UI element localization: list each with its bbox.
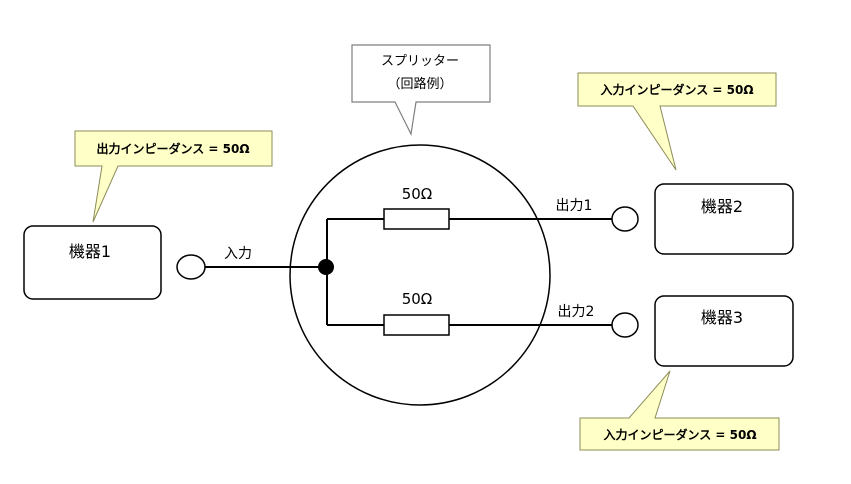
splitter-callout: スプリッター （回路例） xyxy=(351,44,491,136)
resistor-bottom xyxy=(383,314,450,336)
device-1-label: 機器1 xyxy=(69,242,111,261)
input-impedance-label-top: 入力インピーダンス = 50Ω xyxy=(600,82,753,97)
device-1: 機器1 xyxy=(23,225,162,300)
input-impedance-callout-bottom-shape xyxy=(579,370,780,451)
splitter-callout-subtitle: （回路例） xyxy=(387,76,452,92)
resistor-top xyxy=(383,208,450,230)
junction-dot xyxy=(318,259,334,275)
resistor-top-label: 50Ω xyxy=(402,185,433,203)
device-2-box xyxy=(654,183,794,255)
input-port-label: 入力 xyxy=(224,246,252,262)
output-2-terminal xyxy=(611,312,639,338)
output-2-port-label: 出力2 xyxy=(558,304,595,320)
device-2: 機器2 xyxy=(654,183,794,255)
input-impedance-callout-top: 入力インピーダンス = 50Ω xyxy=(577,72,777,171)
output-impedance-callout: 出力インピーダンス = 50Ω xyxy=(74,130,273,223)
splitter-circle xyxy=(289,144,551,406)
wires xyxy=(205,218,612,326)
device-2-label: 機器2 xyxy=(701,197,743,216)
splitter-callout-title: スプリッター xyxy=(381,54,459,69)
device-1-box xyxy=(23,225,162,300)
output-impedance-label: 出力インピーダンス = 50Ω xyxy=(96,141,249,156)
device-3-label: 機器3 xyxy=(701,308,743,327)
input-impedance-callout-bottom: 入力インピーダンス = 50Ω xyxy=(579,370,780,451)
resistor-bottom-label: 50Ω xyxy=(402,290,433,308)
device-3: 機器3 xyxy=(654,295,794,367)
input-impedance-label-bottom: 入力インピーダンス = 50Ω xyxy=(603,427,756,442)
input-terminal xyxy=(176,254,206,280)
splitter-callout-shape xyxy=(351,44,491,136)
output-impedance-callout-shape xyxy=(74,130,273,223)
output-1-port-label: 出力1 xyxy=(556,198,593,214)
device-3-box xyxy=(654,295,794,367)
input-impedance-callout-top-shape xyxy=(577,72,777,171)
output-1-terminal xyxy=(611,206,639,232)
